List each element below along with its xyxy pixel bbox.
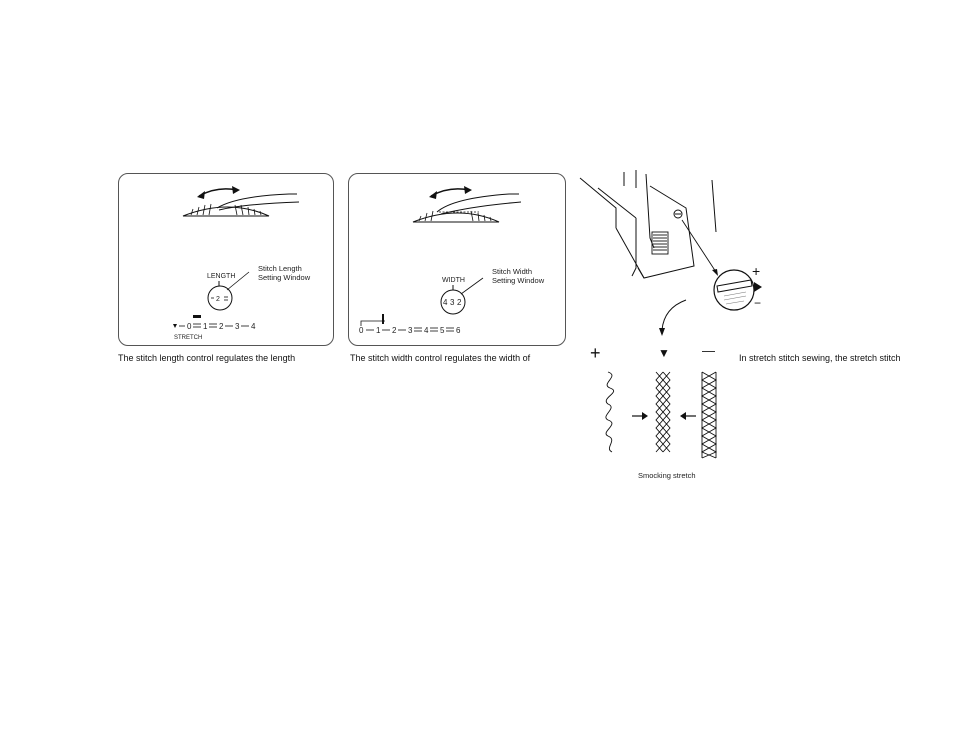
plus-sign: + [752, 263, 760, 279]
indicator-arrow-icon [754, 282, 762, 292]
dial-value-3: 3 [450, 298, 455, 307]
scale-0: 0 [359, 326, 364, 335]
dial-value-2: 2 [457, 298, 462, 307]
finger-icon [217, 194, 297, 208]
dial-label: WIDTH [442, 277, 465, 284]
stitch-length-illustration: LENGTH 2 Stitch Length Setting Window 0 … [119, 174, 333, 345]
scale-4: 4 [251, 322, 256, 331]
stitch-patterns: + ▼ — Smocking stretch [590, 340, 730, 485]
stitch-width-caption: The stitch width control regulates the w… [350, 353, 530, 363]
scale-3: 3 [408, 326, 413, 335]
scale-1: 1 [203, 322, 208, 331]
stretch-stitch-caption: In stretch stitch sewing, the stretch st… [739, 353, 901, 363]
dense-stitch-pattern [702, 372, 716, 458]
stretch-label: STRETCH [174, 335, 202, 341]
arrow-right-icon [642, 412, 648, 420]
dial-value-4: 4 [443, 298, 448, 307]
dial-value: 2 [216, 296, 220, 303]
wavy-stitch-pattern [606, 372, 614, 452]
arrow-left-icon [680, 412, 686, 420]
stitch-length-caption: The stitch length control regulates the … [118, 353, 295, 363]
scale-5: 5 [440, 326, 445, 335]
minus-sign: − [754, 296, 761, 310]
stretch-dial-illustration: + − ⊖ [576, 168, 932, 340]
stitch-width-panel: WIDTH 4 3 2 Stitch Width Setting Window … [348, 173, 566, 346]
pattern-arrow-sign: ▼ [658, 346, 670, 360]
scale-2: 2 [219, 322, 224, 331]
scale-1: 1 [376, 326, 381, 335]
curved-arrow-icon [662, 300, 686, 330]
scale-0: 0 [187, 322, 192, 331]
scale-2: 2 [392, 326, 397, 335]
window-label-line1: Stitch Width [492, 267, 532, 276]
sewing-machine-icon [580, 170, 716, 278]
scale-4: 4 [424, 326, 429, 335]
pattern-caption: Smocking stretch [638, 471, 696, 480]
pattern-minus-sign: — [702, 343, 715, 358]
vent-grille-icon [652, 232, 668, 254]
window-label-line2: Setting Window [492, 276, 545, 285]
window-label-line2: Setting Window [258, 273, 311, 282]
cross-stitch-pattern [656, 372, 670, 452]
pattern-plus-sign: + [590, 343, 601, 363]
stitch-width-illustration: WIDTH 4 3 2 Stitch Width Setting Window … [349, 174, 565, 345]
scale-3: 3 [235, 322, 240, 331]
dial-label: LENGTH [207, 273, 235, 280]
pointer-line [682, 220, 716, 272]
window-label-line1: Stitch Length [258, 264, 302, 273]
scale-6: 6 [456, 326, 461, 335]
stitch-length-panel: LENGTH 2 Stitch Length Setting Window 0 … [118, 173, 334, 346]
